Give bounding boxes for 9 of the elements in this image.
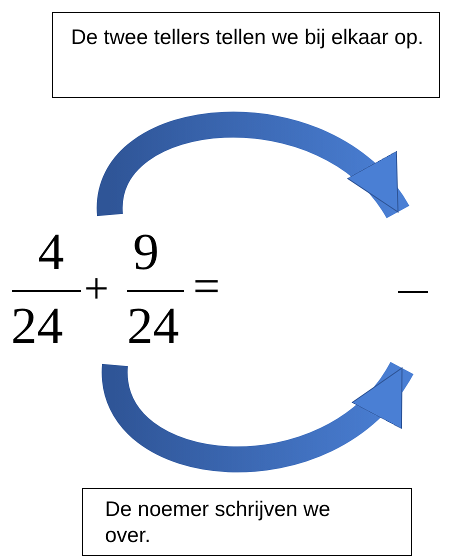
math-symbol: 9 [133, 227, 159, 279]
text-box: De noemer schrijven we over. [82, 488, 412, 556]
math-symbol: + [84, 267, 109, 311]
math-symbol: 4 [38, 227, 64, 279]
math-symbol: = [193, 263, 220, 311]
curved-arrow [97, 112, 409, 220]
math-symbol: 24 [11, 301, 63, 353]
text-box: De twee tellers tellen we bij elkaar op. [52, 12, 440, 98]
math-symbol: 24 [127, 301, 179, 353]
